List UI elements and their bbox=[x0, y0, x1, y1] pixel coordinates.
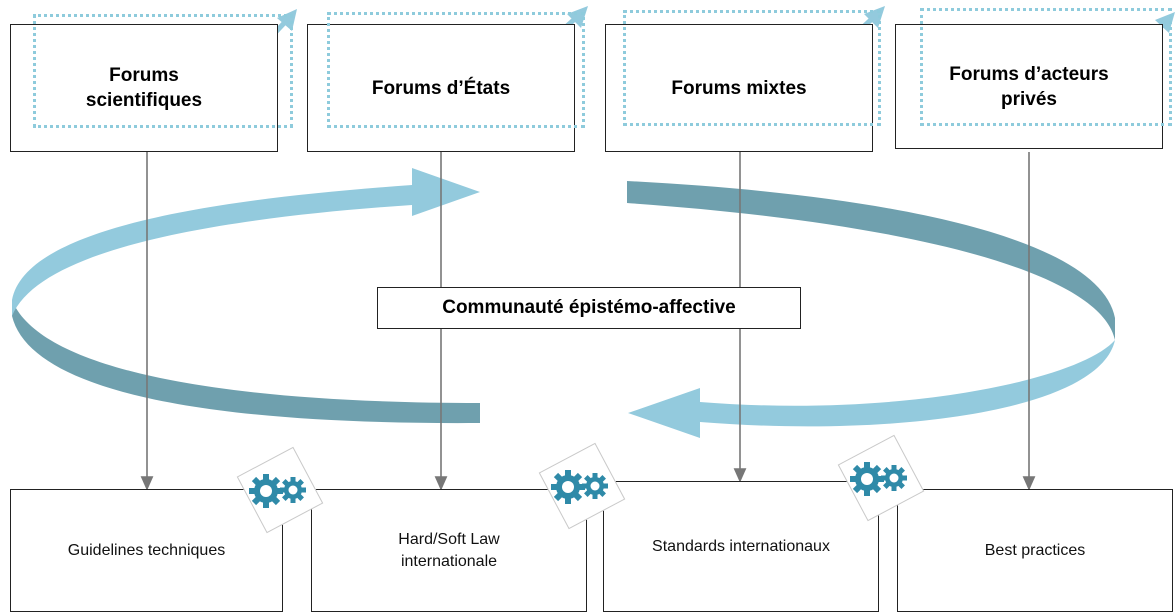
forum-box-scientifiques: Forums scientifiques bbox=[10, 24, 278, 152]
cycle-band-lower-right bbox=[700, 340, 1115, 427]
cycle-band-upper-left bbox=[12, 185, 412, 316]
forum-label: Forums scientifiques bbox=[85, 65, 203, 111]
output-box-guidelines: Guidelines techniques bbox=[10, 489, 283, 612]
cycle-arrowhead-right bbox=[412, 168, 480, 216]
gears-icon bbox=[236, 446, 324, 534]
cycle-arrowhead-left bbox=[628, 388, 700, 438]
center-box: Communauté épistémo-affective bbox=[377, 287, 801, 329]
forum-label: Forums mixtes bbox=[671, 77, 807, 99]
center-label: Communauté épistémo-affective bbox=[442, 297, 736, 318]
forum-box-mixtes: Forums mixtes bbox=[605, 24, 873, 152]
forum-box-etats: Forums d’États bbox=[307, 24, 575, 152]
gears-icon bbox=[837, 434, 925, 522]
output-label: Guidelines techniques bbox=[67, 541, 226, 559]
forum-label: Forums d’États bbox=[371, 77, 511, 99]
gears-icon bbox=[538, 442, 626, 530]
forum-box-acteurs-prives: Forums d’acteurs privés bbox=[895, 24, 1163, 149]
output-label: Standards internationaux bbox=[652, 537, 830, 555]
output-label: Hard/Soft Law internationale bbox=[398, 530, 500, 570]
cycle-band-lower-left bbox=[12, 300, 480, 424]
output-box-standards: Standards internationaux bbox=[603, 481, 879, 612]
output-box-best-practices: Best practices bbox=[897, 489, 1173, 612]
cycle-band-upper-right bbox=[627, 181, 1115, 340]
forum-label: Forums d’acteurs privés bbox=[949, 63, 1109, 110]
output-label: Best practices bbox=[984, 541, 1086, 559]
